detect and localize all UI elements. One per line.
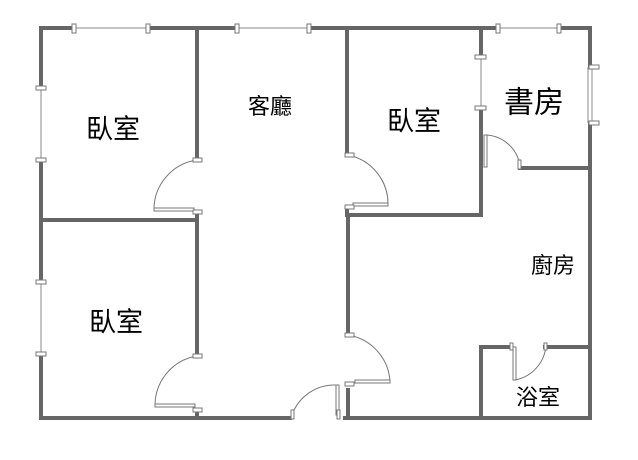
door-bathroom[interactable] xyxy=(509,342,548,381)
label-bedroom-bottom-left: 臥室 xyxy=(89,308,143,339)
door-bedroom-middle[interactable] xyxy=(344,152,389,210)
label-bathroom: 浴室 xyxy=(516,386,560,411)
door-kitchen[interactable] xyxy=(344,332,391,387)
label-bedroom-top-left: 臥室 xyxy=(86,115,140,146)
label-kitchen: 廚房 xyxy=(531,254,575,279)
door-bedroom-bottom[interactable] xyxy=(154,353,203,413)
doors xyxy=(153,134,548,420)
room-labels: 臥室 客廳 臥室 書房 廚房 臥室 浴室 xyxy=(86,86,575,412)
label-living-room: 客廳 xyxy=(248,95,292,120)
label-study: 書房 xyxy=(504,86,564,121)
door-entrance[interactable] xyxy=(290,384,341,420)
door-bedroom-top[interactable] xyxy=(153,157,203,215)
walls xyxy=(39,26,592,420)
label-bedroom-middle: 臥室 xyxy=(387,107,441,138)
door-study[interactable] xyxy=(483,134,522,170)
windows xyxy=(35,23,600,357)
